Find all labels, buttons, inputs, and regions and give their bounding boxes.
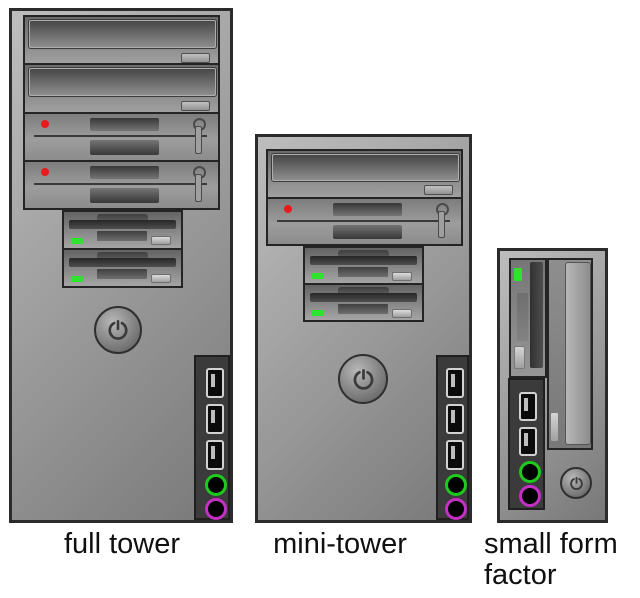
optical-drive bbox=[25, 17, 218, 66]
disk-slot bbox=[90, 187, 159, 203]
optical-drive-tray bbox=[272, 154, 459, 181]
usb-port bbox=[206, 404, 224, 434]
front-port-panel bbox=[194, 355, 230, 520]
power-button bbox=[560, 467, 592, 499]
case-label-full-tower: full tower bbox=[63, 528, 181, 560]
eject-button bbox=[151, 274, 171, 283]
disk-slot bbox=[310, 293, 417, 302]
optical-drive bbox=[268, 151, 461, 199]
usb-port bbox=[206, 368, 224, 398]
power-button bbox=[94, 306, 142, 354]
eject-button bbox=[514, 346, 525, 369]
audio-jack-purple bbox=[519, 485, 541, 507]
mini-tower-case bbox=[255, 134, 472, 523]
floppy-drive-3-5 bbox=[64, 212, 181, 250]
eject-button bbox=[181, 53, 210, 63]
floppy-drive-5-25 bbox=[268, 198, 461, 244]
front-port-panel bbox=[508, 378, 545, 510]
disk-slot bbox=[333, 224, 402, 239]
optical-drive-tray bbox=[565, 262, 591, 445]
audio-jack-green bbox=[445, 474, 467, 496]
disk-slot bbox=[69, 220, 176, 229]
floppy-drive-3-5 bbox=[64, 250, 181, 286]
case-label-small-form-factor: small form factor bbox=[484, 528, 618, 591]
power-icon bbox=[108, 320, 128, 340]
disk-slot bbox=[530, 262, 543, 368]
disk-slot-line bbox=[34, 134, 207, 137]
audio-jack-purple bbox=[445, 498, 467, 520]
eject-lever bbox=[195, 125, 202, 154]
disk-slot-line bbox=[34, 182, 207, 185]
power-icon bbox=[569, 476, 583, 490]
usb-port bbox=[519, 427, 537, 456]
usb-port bbox=[206, 440, 224, 470]
disk-slot-hump bbox=[97, 252, 148, 259]
disk-slot bbox=[90, 117, 159, 131]
eject-button bbox=[181, 101, 210, 112]
floppy-drive-5-25 bbox=[25, 161, 218, 208]
activity-led-red bbox=[41, 119, 49, 128]
full-tower-floppy-bay bbox=[62, 210, 183, 288]
eject-button bbox=[550, 412, 559, 442]
drive-door bbox=[517, 293, 528, 341]
full-tower-case bbox=[9, 8, 233, 523]
activity-led-green bbox=[514, 268, 522, 281]
optical-drive-tray bbox=[29, 68, 216, 97]
power-icon bbox=[353, 368, 373, 390]
eject-lever bbox=[195, 173, 202, 202]
activity-led-green bbox=[71, 276, 83, 282]
drive-door bbox=[97, 269, 147, 279]
disk-slot bbox=[310, 256, 417, 265]
disk-slot-hump bbox=[338, 250, 389, 257]
mini-tower-drive-cluster bbox=[266, 149, 463, 246]
audio-jack-green bbox=[519, 461, 541, 483]
disk-slot-hump bbox=[338, 287, 389, 294]
disk-slot bbox=[90, 165, 159, 179]
floppy-drive-5-25 bbox=[25, 113, 218, 162]
usb-port bbox=[446, 440, 464, 470]
eject-button bbox=[392, 272, 412, 281]
case-label-mini-tower: mini-tower bbox=[273, 528, 407, 560]
audio-jack-purple bbox=[205, 498, 227, 520]
eject-button bbox=[392, 309, 412, 318]
activity-led-green bbox=[312, 273, 324, 279]
mini-tower-floppy-bay bbox=[303, 246, 424, 322]
drive-door bbox=[338, 304, 388, 314]
activity-led-green bbox=[312, 310, 324, 316]
activity-led-green bbox=[71, 238, 83, 244]
usb-port bbox=[519, 392, 537, 421]
floppy-drive-3-5 bbox=[305, 248, 422, 285]
vertical-floppy-drive bbox=[509, 258, 547, 378]
optical-drive bbox=[25, 65, 218, 114]
full-tower-drive-cluster bbox=[23, 15, 220, 210]
eject-button bbox=[151, 236, 171, 245]
disk-slot bbox=[69, 258, 176, 267]
drive-door bbox=[97, 231, 147, 241]
front-port-panel bbox=[436, 355, 469, 520]
disk-slot bbox=[90, 139, 159, 155]
activity-led-red bbox=[41, 167, 49, 176]
floppy-drive-3-5 bbox=[305, 285, 422, 320]
audio-jack-green bbox=[205, 474, 227, 496]
disk-slot-hump bbox=[97, 214, 148, 221]
disk-slot-line bbox=[277, 219, 450, 222]
small-form-factor-case bbox=[497, 248, 608, 523]
activity-led-red bbox=[284, 204, 292, 213]
drive-door bbox=[338, 267, 388, 277]
power-button bbox=[338, 354, 388, 404]
usb-port bbox=[446, 368, 464, 398]
eject-lever bbox=[438, 210, 445, 238]
usb-port bbox=[446, 404, 464, 434]
eject-button bbox=[424, 185, 453, 195]
disk-slot bbox=[333, 202, 402, 216]
optical-drive-tray bbox=[29, 20, 216, 48]
vertical-optical-drive bbox=[547, 258, 593, 450]
